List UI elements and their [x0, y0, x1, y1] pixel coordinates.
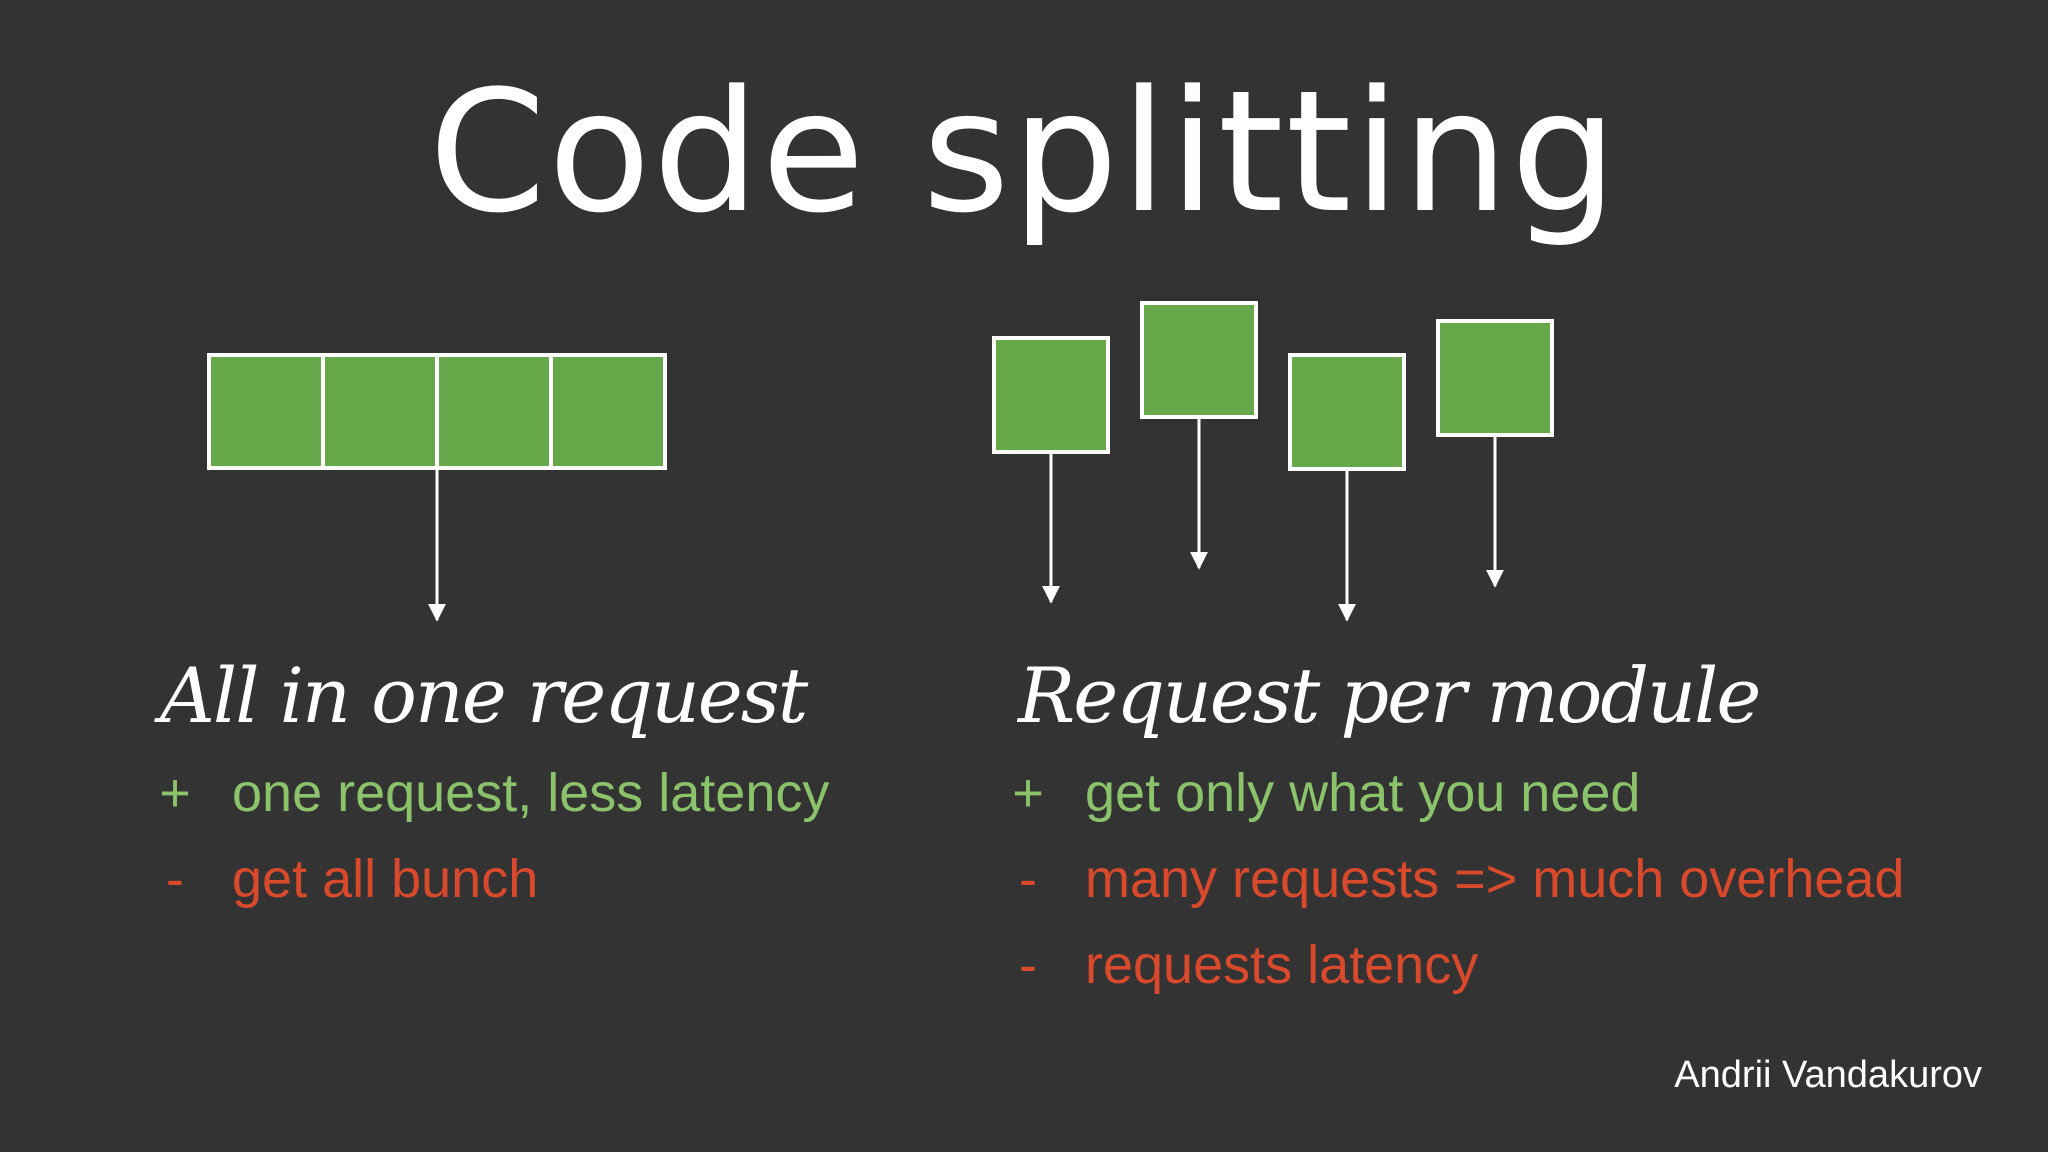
left-heading: All in one request [160, 651, 808, 740]
minus-sign: - [1019, 935, 1037, 995]
right-con-text-1: many requests => much overhead [1085, 849, 1905, 909]
bundle-block-3 [435, 353, 553, 470]
minus-sign: - [1019, 849, 1037, 909]
bundle-block-4 [549, 353, 667, 470]
module-blocks [992, 301, 1554, 622]
author-name: Andrii Vandakurov [1674, 1054, 1982, 1096]
bundle-block-2 [321, 353, 439, 470]
right-pro-text: get only what you need [1085, 763, 1641, 823]
plus-sign: + [159, 763, 191, 823]
right-con-text-2: requests latency [1085, 935, 1479, 995]
left-con-text: get all bunch [232, 849, 539, 909]
left-pro-text: one request, less latency [232, 763, 830, 823]
single-bundle [207, 353, 667, 622]
plus-sign: + [1012, 763, 1044, 823]
module-block-3 [1288, 353, 1406, 471]
minus-sign: - [166, 849, 184, 909]
module-block-2 [1140, 301, 1258, 419]
module-block-4 [1436, 319, 1554, 437]
slide-title: Code splitting [428, 54, 1620, 250]
module-block-1 [992, 336, 1110, 454]
bundle-block-1 [207, 353, 325, 470]
right-heading: Request per module [1018, 651, 1761, 740]
